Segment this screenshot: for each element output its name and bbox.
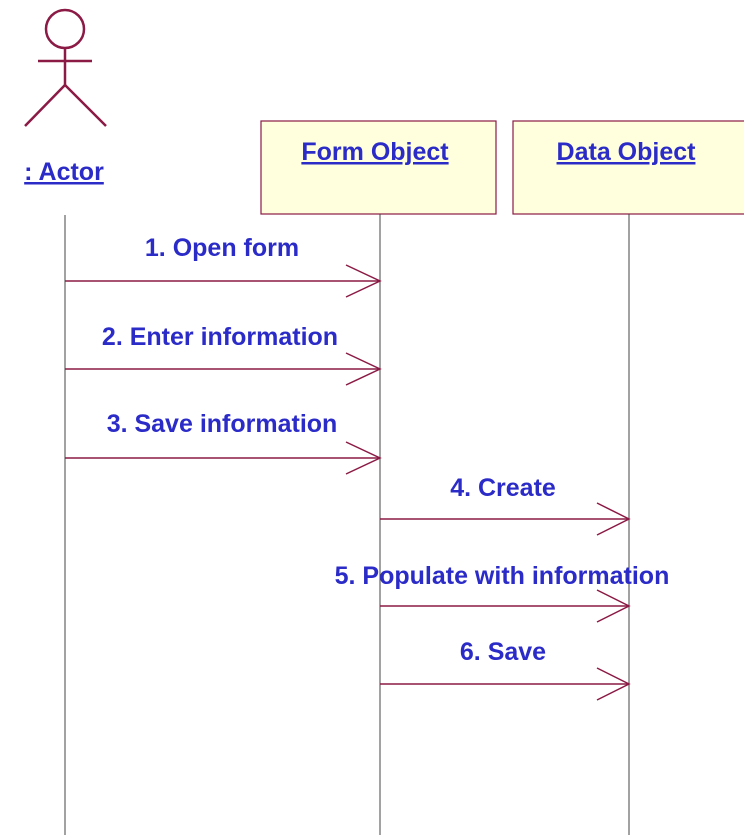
object-data-label: Data Object xyxy=(557,138,697,166)
actor: : Actor xyxy=(24,8,107,186)
arrowhead-icon xyxy=(345,352,382,386)
message-6: 6. Save xyxy=(380,638,631,701)
actor-label: : Actor xyxy=(24,158,104,186)
message-3: 3. Save information xyxy=(65,410,382,475)
object-form-label: Form Object xyxy=(301,138,449,166)
message-label: 3. Save information xyxy=(107,410,338,438)
message-4: 4. Create xyxy=(380,474,631,536)
message-2: 2. Enter information xyxy=(65,323,382,386)
message-label: 4. Create xyxy=(450,474,556,502)
message-label: 6. Save xyxy=(460,638,546,666)
arrowhead-icon xyxy=(596,667,631,701)
arrowhead-icon xyxy=(596,589,631,623)
arrowhead-icon xyxy=(596,502,631,536)
arrowhead-icon xyxy=(345,264,382,298)
message-5: 5. Populate with information xyxy=(335,562,670,623)
object-data-box xyxy=(512,120,744,215)
message-label: 2. Enter information xyxy=(102,323,338,351)
message-label: 1. Open form xyxy=(145,234,299,262)
object-data: Data Object xyxy=(512,120,744,215)
object-form: Form Object xyxy=(260,120,497,215)
message-label: 5. Populate with information xyxy=(335,562,670,590)
object-form-box xyxy=(260,120,497,215)
arrowhead-icon xyxy=(345,441,382,475)
stick-figure-icon xyxy=(24,8,107,127)
message-1: 1. Open form xyxy=(65,234,382,298)
